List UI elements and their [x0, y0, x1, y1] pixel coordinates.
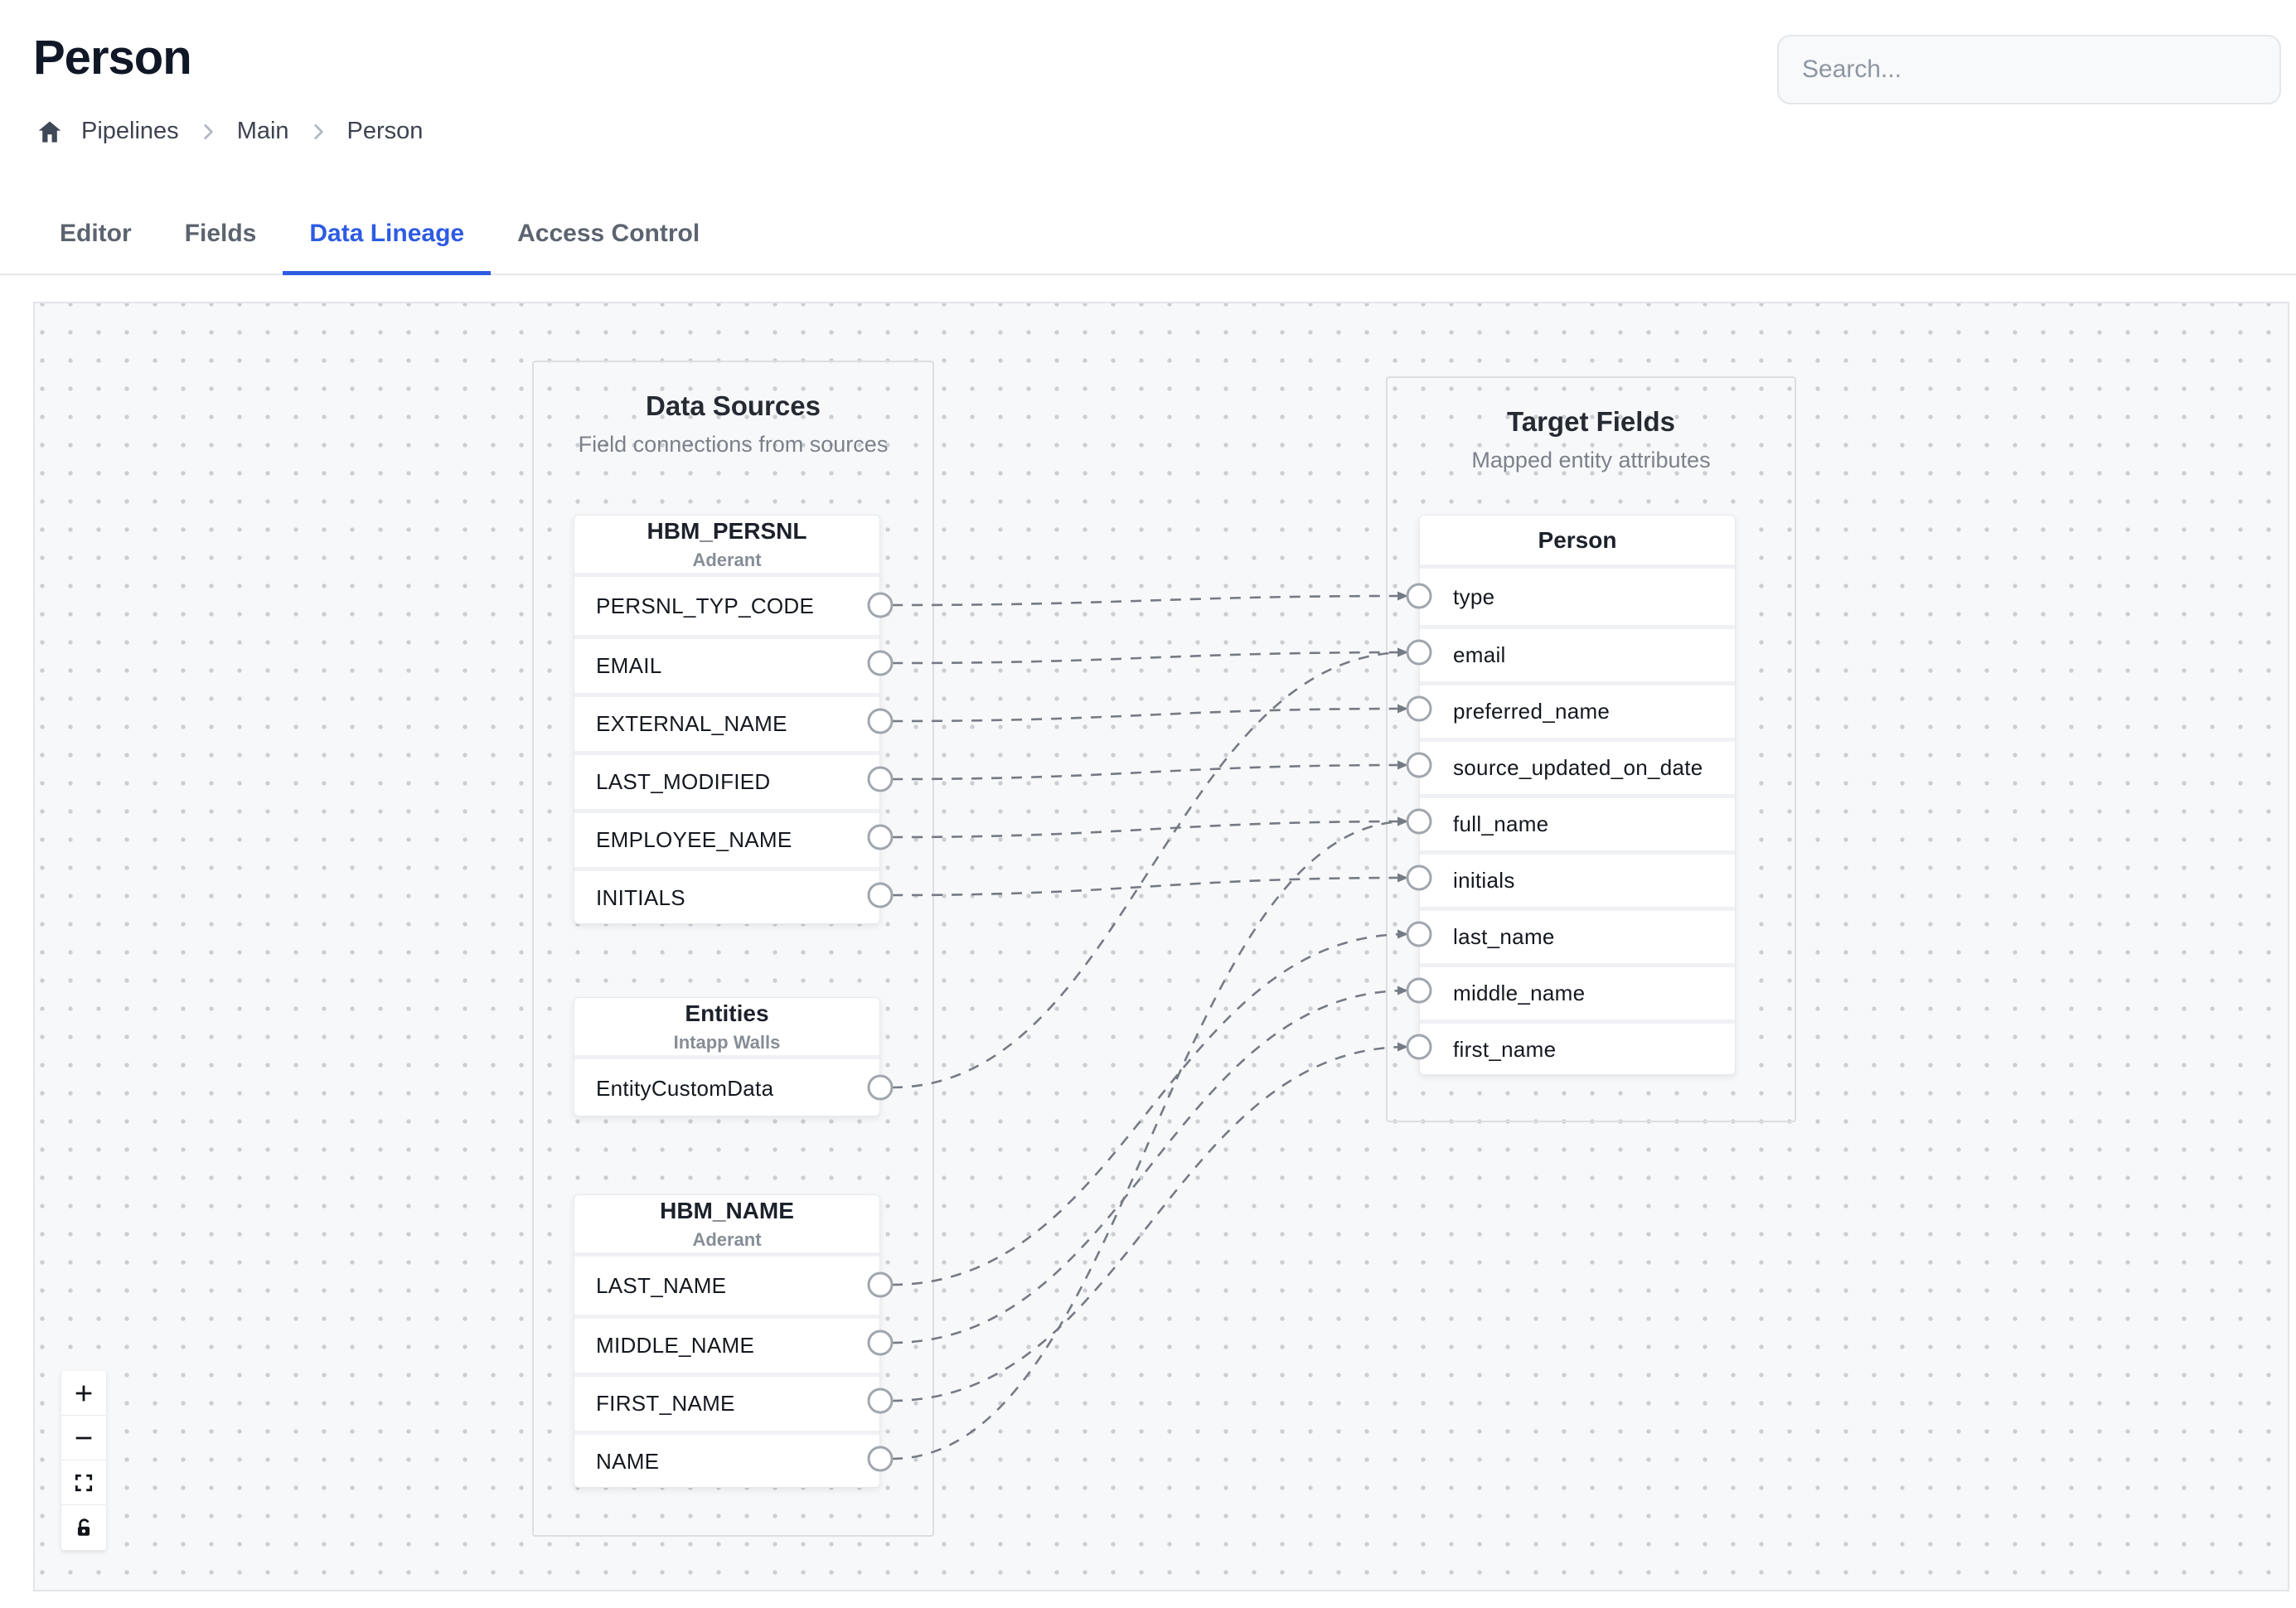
node-title: Person [1538, 526, 1617, 553]
field-row-EXTERNAL_NAME[interactable]: EXTERNAL_NAME [574, 693, 879, 751]
node-title: HBM_PERSNL [647, 517, 807, 544]
node-hbm_persnl[interactable]: HBM_PERSNL Aderant PERSNL_TYP_CODE EMAIL E… [574, 515, 880, 924]
home-icon[interactable] [36, 119, 63, 145]
field-row-PERSNL_TYP_CODE[interactable]: PERSNL_TYP_CODE [574, 577, 879, 635]
field-label: last_name [1453, 924, 1555, 949]
edge-hbm_name.FIRST_NAME-to-person.first_name [891, 1042, 1408, 1402]
group-title: Data Sources [646, 390, 821, 421]
field-label: LAST_MODIFIED [596, 769, 771, 794]
field-row-type[interactable]: type [1420, 569, 1735, 625]
edge-hbm_name.LAST_NAME-to-person.last_name [891, 929, 1408, 1286]
node-title: Entities [685, 1000, 769, 1026]
node-subtitle: Intapp Walls [673, 1031, 781, 1053]
edge-hbm_persnl.LAST_MODIFIED-to-person.source_updated_on_date [891, 760, 1408, 781]
field-label: INITIALS [596, 885, 685, 910]
unlock-icon [73, 1517, 94, 1538]
edge-hbm_name.MIDDLE_NAME-to-person.middle_name [891, 986, 1408, 1344]
field-label: type [1453, 584, 1495, 609]
field-row-initials[interactable]: initials [1420, 850, 1735, 907]
field-label: LAST_NAME [596, 1272, 727, 1298]
field-label: PERSNL_TYP_CODE [596, 593, 815, 618]
field-label: preferred_name [1453, 699, 1611, 724]
field-label: EntityCustomData [596, 1075, 774, 1101]
field-row-INITIALS[interactable]: INITIALS [574, 867, 879, 925]
edge-entities.EntityCustomData-to-person.email [891, 647, 1408, 1089]
edge-hbm_persnl.EMAIL-to-person.email [891, 647, 1408, 665]
edge-hbm_name.NAME-to-person.full_name [891, 816, 1408, 1460]
node-title: HBM_NAME [660, 1197, 794, 1223]
field-row-EntityCustomData[interactable]: EntityCustomData [574, 1059, 879, 1117]
field-label: NAME [596, 1449, 660, 1474]
field-label: source_updated_on_date [1453, 755, 1703, 780]
field-label: EMAIL [596, 653, 662, 678]
field-label: email [1453, 642, 1506, 667]
node-header: HBM_PERSNL Aderant [574, 516, 879, 577]
field-row-middle_name[interactable]: middle_name [1420, 963, 1735, 1020]
field-row-EMAIL[interactable]: EMAIL [574, 635, 879, 693]
tab-fields[interactable]: Fields [184, 219, 257, 247]
field-label: full_name [1453, 811, 1549, 836]
tab-bar: Editor Fields Data Lineage Access Contro… [0, 196, 2296, 275]
node-person[interactable]: Person type email preferred_name source_upd… [1419, 515, 1736, 1075]
group-title: Target Fields [1507, 406, 1675, 437]
field-row-first_name[interactable]: first_name [1420, 1020, 1735, 1076]
tab-data-lineage[interactable]: Data Lineage [283, 196, 492, 275]
edge-hbm_persnl.EXTERNAL_NAME-to-person.preferred_name [891, 704, 1408, 723]
field-row-MIDDLE_NAME[interactable]: MIDDLE_NAME [574, 1315, 879, 1373]
breadcrumb-main[interactable]: Main [236, 118, 289, 144]
node-header: Entities Intapp Walls [574, 998, 879, 1059]
lock-button[interactable] [61, 1505, 106, 1550]
field-row-preferred_name[interactable]: preferred_name [1420, 681, 1735, 738]
breadcrumb-pipelines[interactable]: Pipelines [81, 118, 179, 144]
node-subtitle: Aderant [692, 1228, 762, 1250]
edge-hbm_persnl.EMPLOYEE_NAME-to-person.full_name [891, 816, 1408, 839]
edges-layer [867, 583, 1432, 1472]
edge-hbm_persnl.INITIALS-to-person.initials [891, 873, 1408, 897]
minus-icon [72, 1426, 95, 1450]
node-entities[interactable]: Entities Intapp Walls EntityCustomData [574, 997, 880, 1116]
node-subtitle: Aderant [692, 549, 762, 570]
group-subtitle: Field connections from sources [578, 432, 889, 457]
field-row-NAME[interactable]: NAME [574, 1431, 879, 1489]
field-row-last_name[interactable]: last_name [1420, 907, 1735, 963]
field-row-LAST_NAME[interactable]: LAST_NAME [574, 1257, 879, 1315]
node-hbm_name[interactable]: HBM_NAME Aderant LAST_NAME MIDDLE_NAME FIR… [574, 1194, 880, 1488]
field-label: MIDDLE_NAME [596, 1333, 755, 1358]
breadcrumb-person[interactable]: Person [346, 118, 424, 144]
field-label: initials [1453, 868, 1515, 893]
page-title: Person [33, 31, 192, 85]
lineage-canvas[interactable]: Data Sources Field connections from sour… [33, 302, 2289, 1591]
zoom-out-button[interactable] [61, 1416, 106, 1460]
field-label: EMPLOYEE_NAME [596, 827, 792, 852]
canvas-controls [61, 1371, 106, 1550]
tab-access-control[interactable]: Access Control [517, 219, 700, 247]
field-label: first_name [1453, 1037, 1557, 1062]
field-row-LAST_MODIFIED[interactable]: LAST_MODIFIED [574, 751, 879, 809]
node-header: Person [1420, 516, 1735, 569]
node-header: HBM_NAME Aderant [574, 1195, 879, 1257]
field-label: FIRST_NAME [596, 1391, 735, 1416]
tab-editor[interactable]: Editor [60, 219, 132, 247]
plus-icon [72, 1382, 95, 1405]
zoom-in-button[interactable] [61, 1371, 106, 1416]
field-row-full_name[interactable]: full_name [1420, 794, 1735, 850]
field-row-email[interactable]: email [1420, 625, 1735, 681]
chevron-right-icon [197, 121, 219, 143]
field-row-source_updated_on_date[interactable]: source_updated_on_date [1420, 738, 1735, 794]
chevron-right-icon [308, 121, 329, 143]
breadcrumb: Pipelines Main Person [36, 118, 423, 145]
search-input[interactable] [1777, 35, 2281, 104]
edge-hbm_persnl.PERSNL_TYP_CODE-to-person.type [891, 591, 1408, 607]
group-subtitle: Mapped entity attributes [1471, 448, 1711, 472]
fit-view-button[interactable] [61, 1460, 106, 1505]
field-label: middle_name [1453, 981, 1586, 1005]
field-row-EMPLOYEE_NAME[interactable]: EMPLOYEE_NAME [574, 809, 879, 867]
field-label: EXTERNAL_NAME [596, 711, 787, 736]
field-row-FIRST_NAME[interactable]: FIRST_NAME [574, 1373, 879, 1431]
fit-view-icon [73, 1472, 94, 1494]
